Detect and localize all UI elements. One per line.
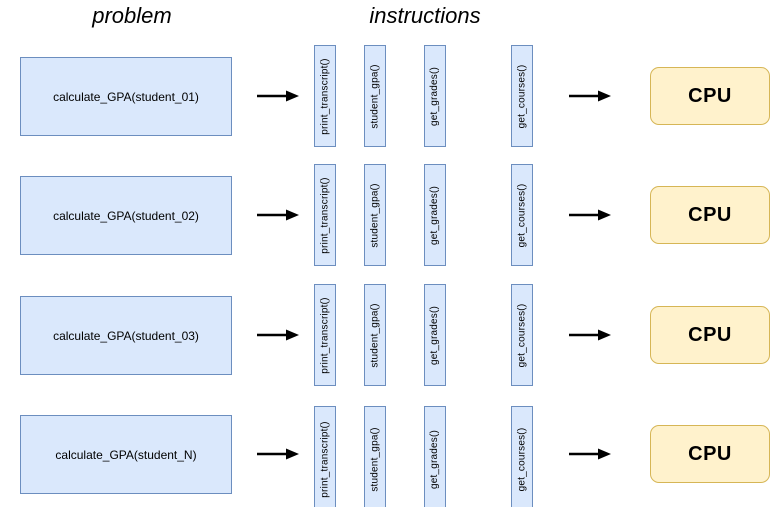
instruction-box: student_gpa() (364, 45, 386, 147)
instruction-box: print_transcript() (314, 164, 336, 266)
arrow-right-icon (569, 329, 611, 341)
pipeline-row-1: calculate_GPA(student_01) print_transcri… (0, 36, 771, 156)
instruction-label: student_gpa() (369, 426, 381, 492)
instruction-box: student_gpa() (364, 284, 386, 386)
pipeline-row-4: calculate_GPA(student_N) print_transcrip… (0, 394, 771, 507)
instruction-box: get_courses() (511, 164, 533, 266)
problem-box: calculate_GPA(student_01) (20, 57, 232, 136)
instruction-box: get_grades() (424, 284, 446, 386)
instruction-label: get_courses() (516, 64, 528, 128)
instruction-label: get_courses() (516, 303, 528, 367)
arrow-right-icon (569, 90, 611, 102)
arrow-right-icon (257, 90, 299, 102)
problem-box: calculate_GPA(student_03) (20, 296, 232, 375)
instruction-box: print_transcript() (314, 45, 336, 147)
column-header-instructions: instructions (369, 3, 481, 28)
instruction-label: print_transcript() (319, 420, 331, 498)
pipeline-row-3: calculate_GPA(student_03) print_transcri… (0, 275, 771, 395)
instruction-box: get_courses() (511, 406, 533, 507)
arrow-right-icon (257, 448, 299, 460)
instruction-label: get_grades() (429, 185, 441, 245)
instruction-label: get_grades() (429, 66, 441, 126)
instruction-label: print_transcript() (319, 176, 331, 254)
arrow-right-icon (257, 209, 299, 221)
arrow-right-icon (257, 329, 299, 341)
instruction-box: print_transcript() (314, 284, 336, 386)
instruction-box: get_courses() (511, 284, 533, 386)
instruction-label: student_gpa() (369, 182, 381, 248)
instruction-label: get_courses() (516, 183, 528, 247)
cpu-box: CPU (650, 67, 770, 125)
instruction-label: get_grades() (429, 429, 441, 489)
instruction-box: student_gpa() (364, 406, 386, 507)
instruction-label: print_transcript() (319, 57, 331, 135)
problem-box: calculate_GPA(student_02) (20, 176, 232, 255)
instruction-box: student_gpa() (364, 164, 386, 266)
instruction-box: get_grades() (424, 164, 446, 266)
instruction-box: print_transcript() (314, 406, 336, 507)
cpu-box: CPU (650, 425, 770, 483)
instruction-label: get_grades() (429, 305, 441, 365)
cpu-box: CPU (650, 186, 770, 244)
instruction-label: print_transcript() (319, 296, 331, 374)
instruction-box: get_grades() (424, 45, 446, 147)
arrow-right-icon (569, 209, 611, 221)
pipeline-row-2: calculate_GPA(student_02) print_transcri… (0, 155, 771, 275)
arrow-right-icon (569, 448, 611, 460)
problem-box: calculate_GPA(student_N) (20, 415, 232, 494)
column-header-problem: problem (92, 3, 172, 28)
instruction-label: student_gpa() (369, 302, 381, 368)
cpu-box: CPU (650, 306, 770, 364)
instruction-label: student_gpa() (369, 63, 381, 129)
instruction-label: get_courses() (516, 427, 528, 491)
instruction-box: get_courses() (511, 45, 533, 147)
instruction-box: get_grades() (424, 406, 446, 507)
